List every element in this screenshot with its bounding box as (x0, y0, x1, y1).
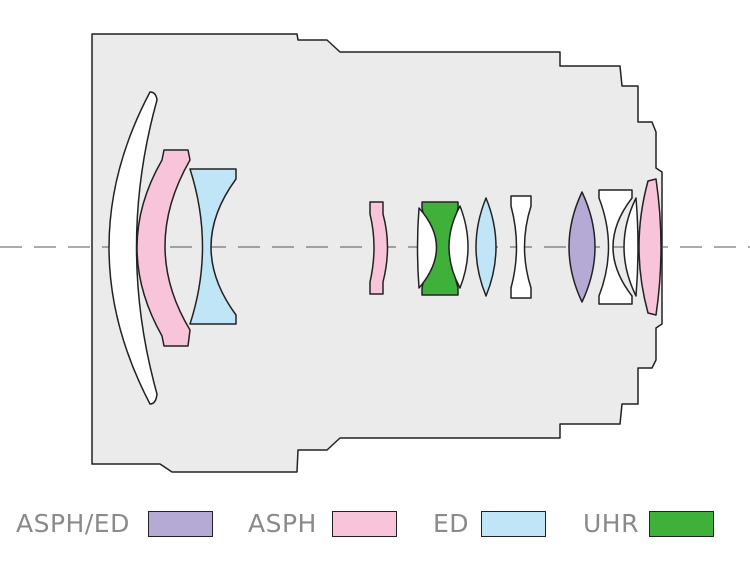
lens-element-8-ed (475, 197, 497, 297)
lens-element-9 (510, 195, 532, 299)
legend-label-asph: ASPH (248, 509, 317, 538)
lens-element-6 (416, 207, 438, 289)
lens-element-10-asph-ed (568, 191, 596, 303)
legend-label-uhr: UHR (583, 509, 639, 538)
legend: ASPH/ED ASPH ED UHR (0, 503, 750, 543)
lens-element-4-asph (369, 201, 389, 295)
lens-element-7 (448, 205, 469, 289)
legend-label-ed: ED (433, 509, 470, 538)
lens-element-2-asph (136, 149, 191, 347)
lens-element-13-asph (638, 178, 662, 316)
lens-element-1 (108, 91, 158, 405)
lens-cross-section-diagram (0, 33, 750, 473)
lens-element-3-ed (189, 168, 237, 325)
lens-element-12 (623, 197, 639, 297)
legend-swatch-asph (332, 511, 397, 537)
legend-swatch-asph-ed (148, 511, 213, 537)
legend-swatch-ed (481, 511, 546, 537)
legend-label-asph-ed: ASPH/ED (16, 509, 130, 538)
legend-swatch-uhr (649, 511, 714, 537)
lens-element-11 (598, 189, 633, 305)
